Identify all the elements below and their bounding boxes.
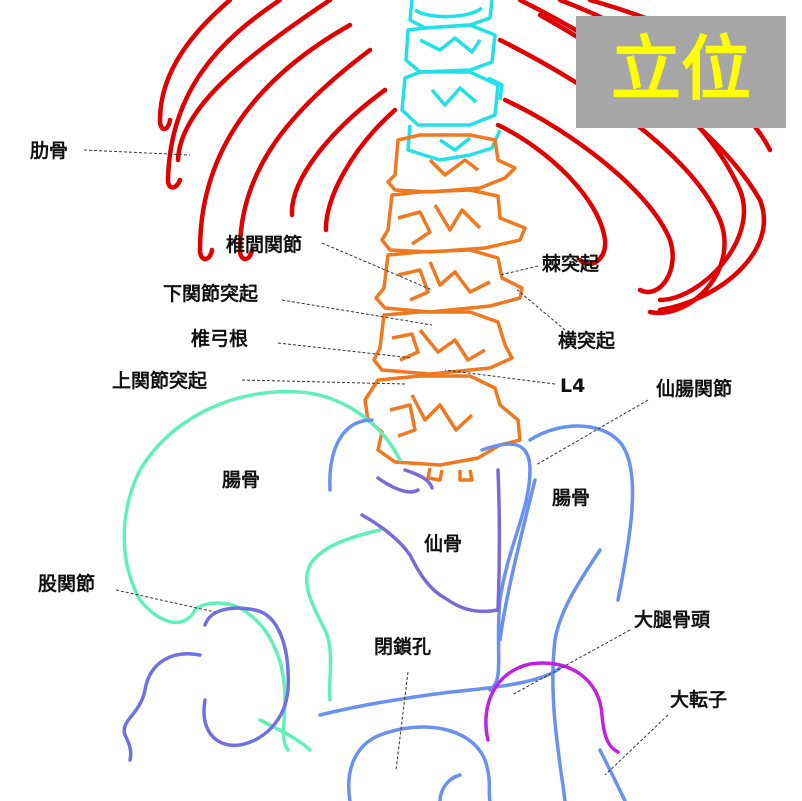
label-si-joint: 仙腸関節 [656, 377, 732, 400]
position-badge-text: 立位 [611, 28, 751, 110]
label-sacrum: 仙骨 [424, 532, 462, 555]
left-femur [122, 606, 290, 762]
label-pedicle: 椎弓根 [191, 327, 248, 350]
label-superior-articular: 上関節突起 [112, 369, 208, 392]
label-obturator: 閉鎖孔 [374, 635, 431, 658]
sacrum [360, 468, 502, 613]
right-femur-head [484, 661, 620, 754]
label-inferior-articular: 下関節突起 [163, 282, 259, 305]
position-badge [576, 16, 786, 128]
leader-lines [83, 149, 669, 776]
label-rib: 肋骨 [30, 139, 68, 162]
label-l4: L4 [560, 375, 585, 397]
labels: 肋骨 椎間関節 下関節突起 椎弓根 上関節突起 棘突起 横突起 L4 仙腸関節 … [30, 139, 732, 711]
label-spinous: 棘突起 [542, 252, 600, 275]
label-ilium-left: 腸骨 [222, 469, 260, 491]
lumbar-vertebrae [363, 133, 527, 482]
label-ilium-right: 腸骨 [552, 487, 590, 509]
label-hip-joint: 股関節 [38, 572, 95, 595]
label-greater-trochanter: 大転子 [670, 688, 727, 711]
label-transverse: 横突起 [558, 329, 616, 352]
label-facet-joint: 椎間関節 [226, 233, 302, 256]
label-femoral-head: 大腿骨頭 [634, 608, 711, 631]
left-ilium [122, 389, 402, 752]
right-pelvis [318, 418, 635, 801]
thoracic-vertebrae [400, 0, 504, 162]
